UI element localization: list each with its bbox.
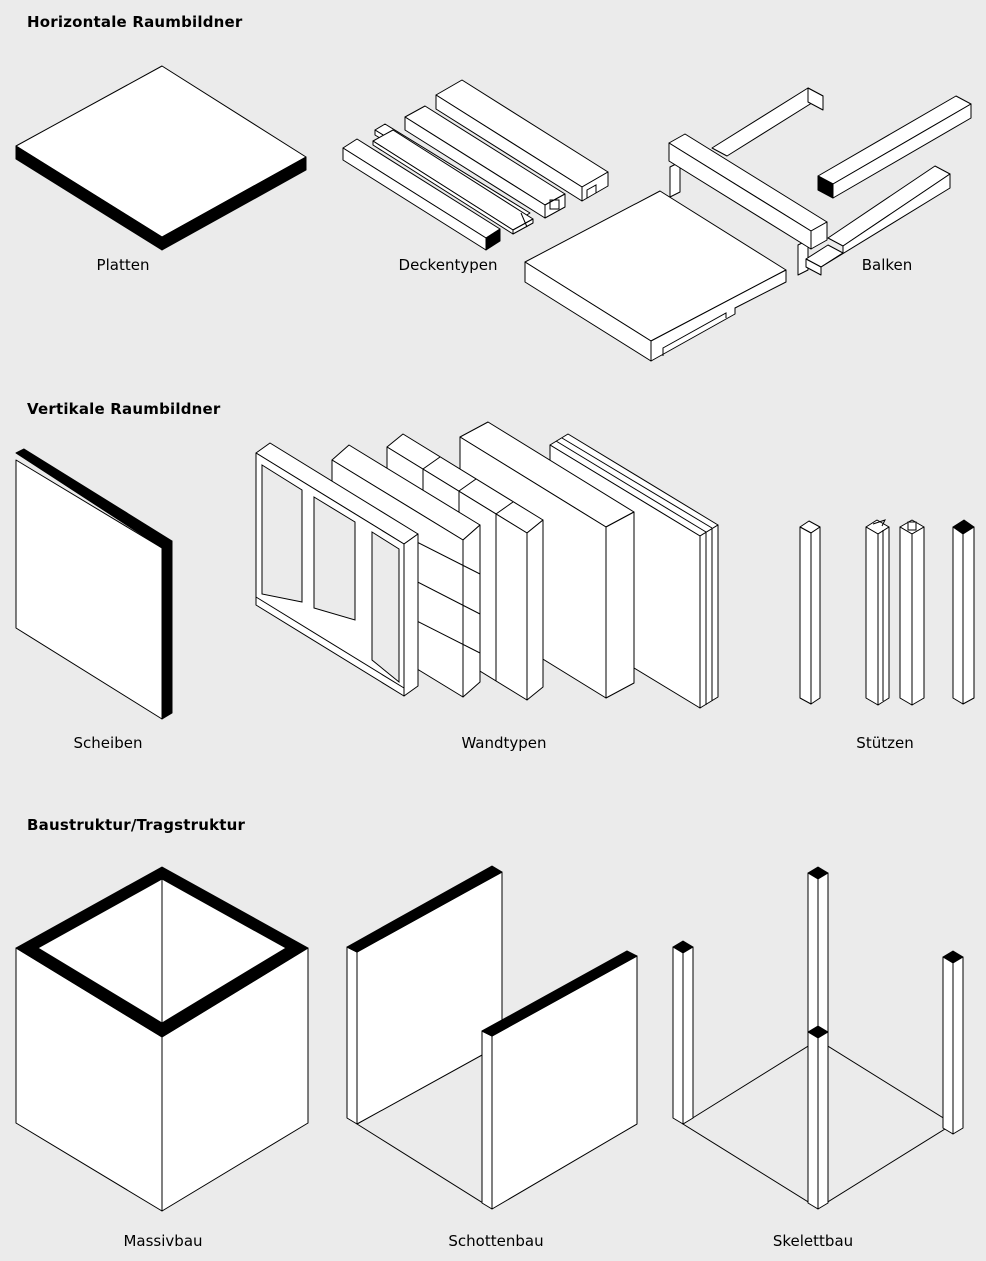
schottenbau-drawing	[346, 865, 638, 1210]
rippendecke-drawing	[524, 190, 787, 362]
label-balken: Balken	[861, 256, 913, 274]
balken-drawing	[668, 87, 972, 276]
label-massivbau: Massivbau	[123, 1232, 203, 1250]
section-title-horizontal: Horizontale Raumbildner	[27, 13, 243, 31]
label-schottenbau: Schottenbau	[448, 1232, 544, 1250]
skelettbau-drawing	[672, 866, 964, 1210]
wandtypen-drawing	[255, 421, 719, 709]
stuetzen-drawing	[799, 519, 975, 706]
label-platten: Platten	[96, 256, 150, 274]
label-deckentypen: Deckentypen	[398, 256, 498, 274]
section-title-vertical: Vertikale Raumbildner	[27, 400, 221, 418]
section-title-structure: Baustruktur/Tragstruktur	[27, 816, 246, 834]
label-stuetzen: Stützen	[856, 734, 914, 752]
label-scheiben: Scheiben	[73, 734, 143, 752]
label-skelettbau: Skelettbau	[772, 1232, 854, 1250]
deckentypen-drawing	[342, 79, 609, 251]
platten-slab-drawing	[15, 65, 307, 251]
scheiben-drawing	[15, 448, 173, 720]
massivbau-drawing	[15, 866, 309, 1212]
label-wandtypen: Wandtypen	[461, 734, 547, 752]
